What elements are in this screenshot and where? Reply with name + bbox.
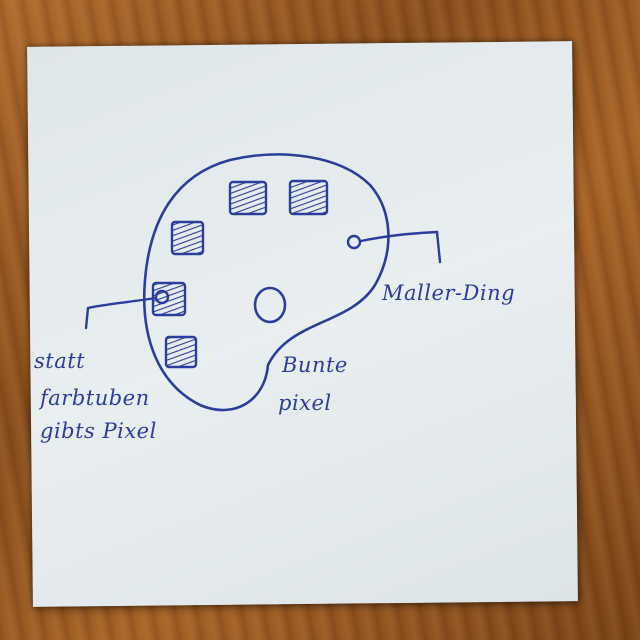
- label-left-line1: statt: [34, 349, 85, 373]
- label-middle-line1: Bunte: [281, 353, 348, 377]
- label-middle-line2: pixel: [278, 391, 332, 415]
- label-right: Maller-Ding: [381, 281, 515, 305]
- left-leader-line: [84, 296, 158, 330]
- palette-outline: [142, 153, 390, 412]
- pixel-squares: [151, 179, 329, 369]
- pixel-square: [164, 335, 198, 369]
- pointer-circle-right: [346, 234, 362, 250]
- pixel-square: [170, 220, 205, 256]
- pixel-square: [151, 281, 187, 317]
- label-left-line2: farbtuben: [38, 386, 150, 410]
- pixel-square: [228, 180, 268, 216]
- thumb-hole: [253, 286, 287, 324]
- right-leader-line: [359, 230, 442, 264]
- pixel-square: [288, 179, 329, 216]
- label-left-line3: gibts Pixel: [40, 419, 157, 443]
